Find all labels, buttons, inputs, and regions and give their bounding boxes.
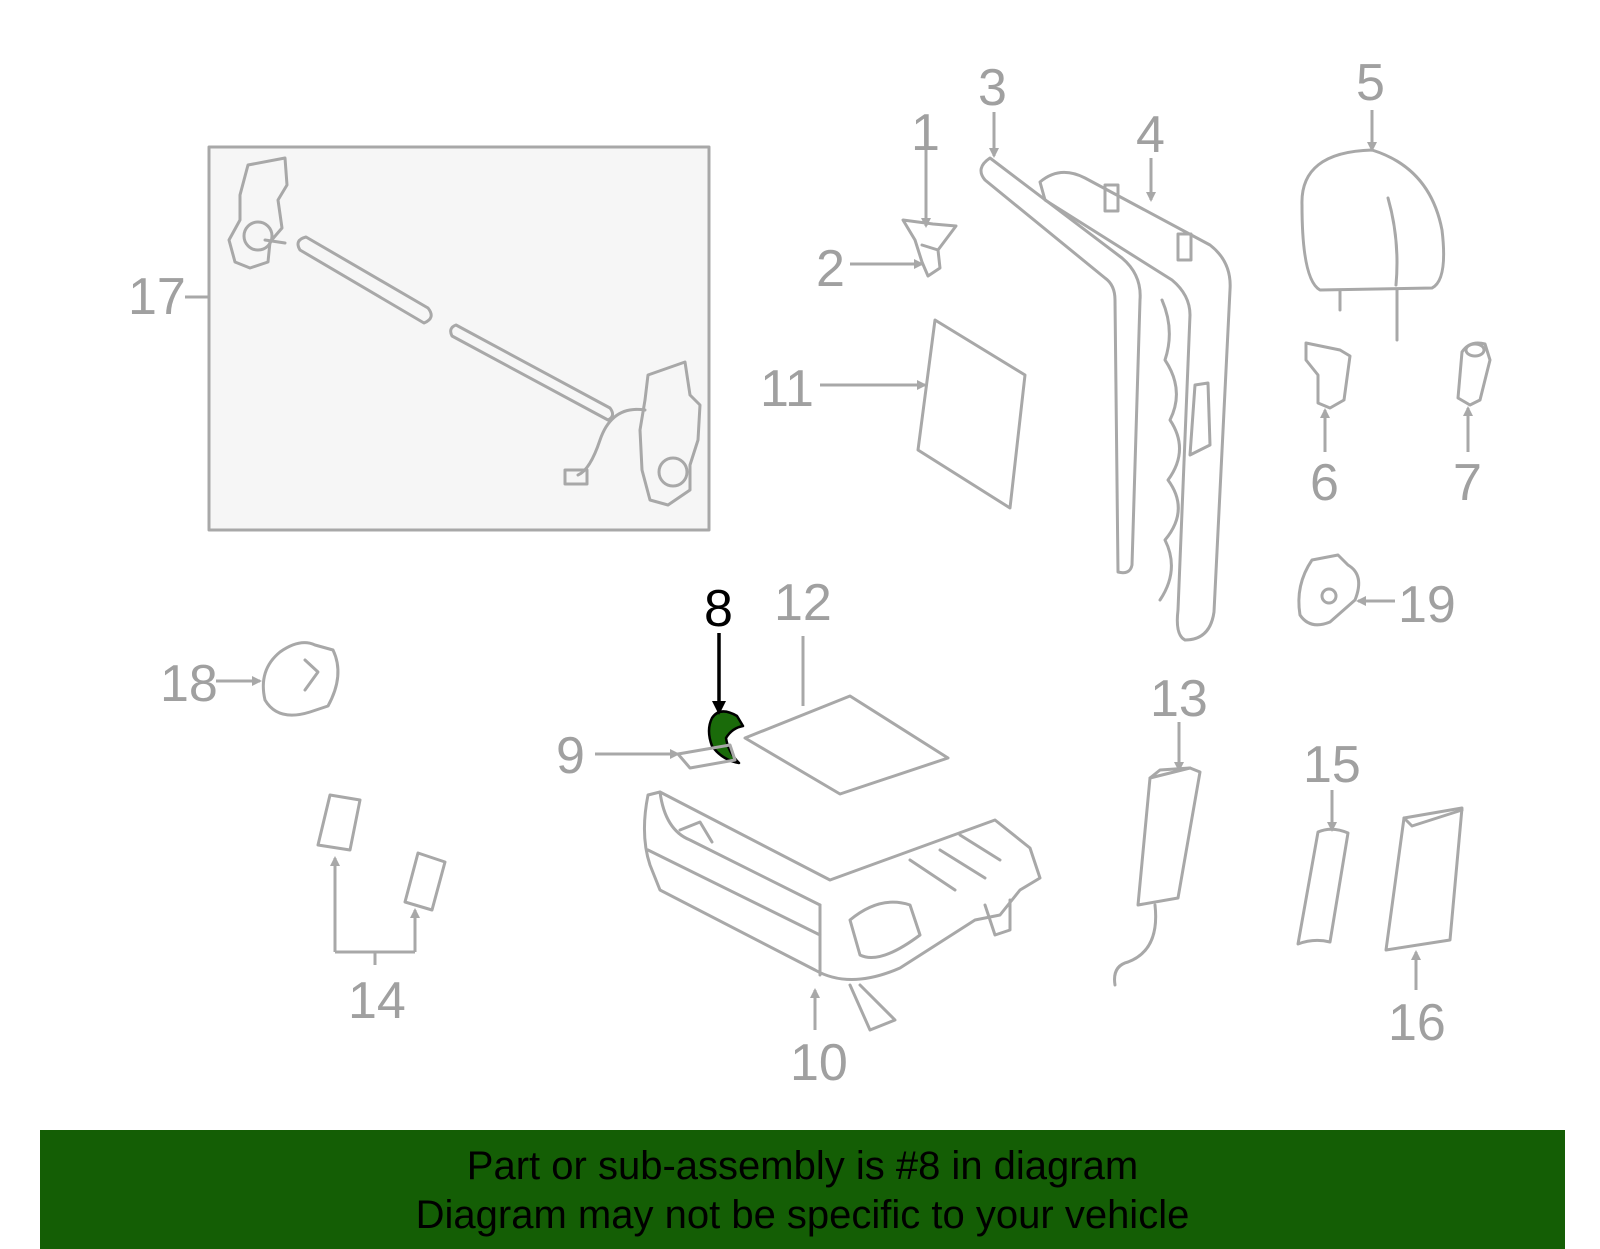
caption-line-2: Diagram may not be specific to your vehi… — [415, 1193, 1190, 1237]
part-6-guide[interactable] — [1304, 341, 1352, 410]
part-18-knob[interactable] — [261, 641, 340, 717]
part-14-pads[interactable] — [316, 793, 447, 912]
callout-6: 6 — [1310, 454, 1339, 512]
part-8-highlighted[interactable] — [707, 710, 745, 765]
callout-2: 2 — [816, 240, 845, 298]
part-17-motor-assembly[interactable] — [207, 145, 711, 532]
callout-17: 17 — [128, 268, 186, 326]
callout-13: 13 — [1150, 670, 1208, 728]
callout-7: 7 — [1453, 454, 1482, 512]
callout-15: 15 — [1303, 736, 1361, 794]
part-19-cover[interactable] — [1297, 553, 1361, 627]
part-13-airbag[interactable] — [1113, 766, 1202, 987]
caption-line-1: Part or sub-assembly is #8 in diagram — [466, 1144, 1139, 1188]
part-7-guide[interactable] — [1456, 341, 1492, 407]
part-15-trim[interactable] — [1296, 827, 1350, 946]
callout-12: 12 — [774, 574, 832, 632]
caption-banner: Part or sub-assembly is #8 in diagram Di… — [40, 1130, 1565, 1249]
callout-19: 19 — [1398, 576, 1456, 634]
callout-9: 9 — [556, 727, 585, 785]
callout-18: 18 — [160, 655, 218, 713]
part-11-pad[interactable] — [916, 318, 1027, 510]
parts-diagram: 17 1 2 3 4 5 6 7 11 — [128, 54, 1492, 1092]
callout-16: 16 — [1388, 994, 1446, 1052]
callout-14: 14 — [348, 972, 406, 1030]
part-16-panel[interactable] — [1384, 806, 1464, 952]
part-3-4-seatback-frame[interactable] — [979, 156, 1232, 642]
part-10-seat-cushion-frame[interactable] — [642, 790, 1042, 1032]
callout-1: 1 — [911, 104, 940, 162]
callout-3: 3 — [978, 59, 1007, 117]
part-9-strip[interactable] — [676, 743, 737, 770]
part-5-headrest[interactable] — [1300, 148, 1446, 342]
part-12-cushion-pad[interactable] — [743, 694, 950, 796]
callout-8: 8 — [704, 580, 733, 638]
callout-4: 4 — [1136, 106, 1165, 164]
callout-11: 11 — [760, 360, 814, 418]
callout-10: 10 — [790, 1034, 848, 1092]
callout-5: 5 — [1356, 54, 1385, 112]
part-1-2-bracket[interactable] — [901, 218, 958, 278]
